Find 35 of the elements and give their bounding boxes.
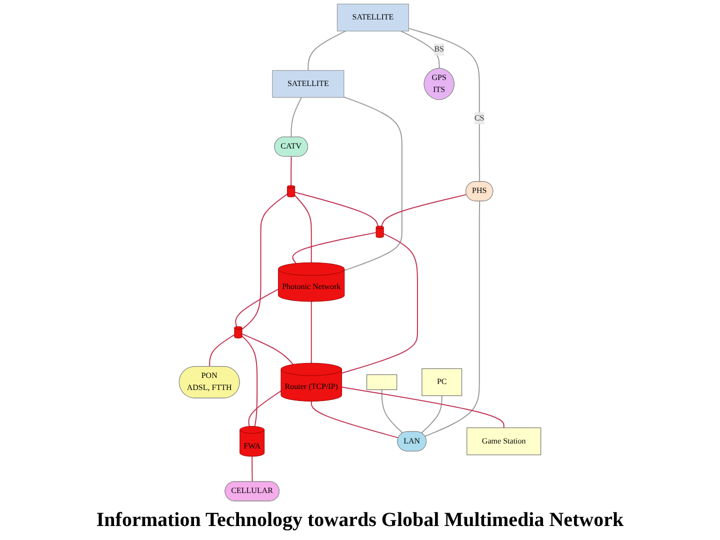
node-box: SATELLITE: [272, 70, 344, 98]
connector: [381, 389, 404, 434]
connector: [400, 30, 440, 69]
connector: [343, 96, 402, 271]
node-cylinder: [234, 326, 242, 338]
node-cylinder: [287, 185, 296, 198]
connector: [242, 335, 258, 427]
connector: [292, 232, 377, 264]
node-box: [366, 374, 398, 390]
node-cylinder: [376, 226, 384, 238]
edge-label: BS: [434, 45, 444, 54]
connector: [408, 28, 480, 182]
caption: Information Technology towards Global Multimedia Network: [96, 508, 624, 533]
connector: [308, 30, 346, 71]
connector: [341, 233, 418, 374]
connector: [294, 194, 312, 264]
node-box: SATELLITE: [336, 4, 409, 32]
connector: [341, 386, 504, 428]
connector: [424, 200, 480, 437]
connector: [381, 194, 468, 227]
connector: [209, 334, 235, 368]
node-box: PC: [422, 368, 462, 396]
connector: [290, 156, 292, 186]
connector: [248, 390, 282, 427]
node-box: Game Station: [466, 428, 542, 456]
connector: [252, 456, 253, 482]
connector: [310, 400, 399, 438]
connector: [294, 192, 379, 227]
connector: [290, 96, 302, 138]
edge-label: CS: [474, 114, 484, 122]
connector: [420, 395, 442, 434]
connector: [242, 333, 294, 365]
connector: [235, 288, 279, 328]
connector: [310, 301, 312, 364]
connector: [242, 193, 288, 330]
